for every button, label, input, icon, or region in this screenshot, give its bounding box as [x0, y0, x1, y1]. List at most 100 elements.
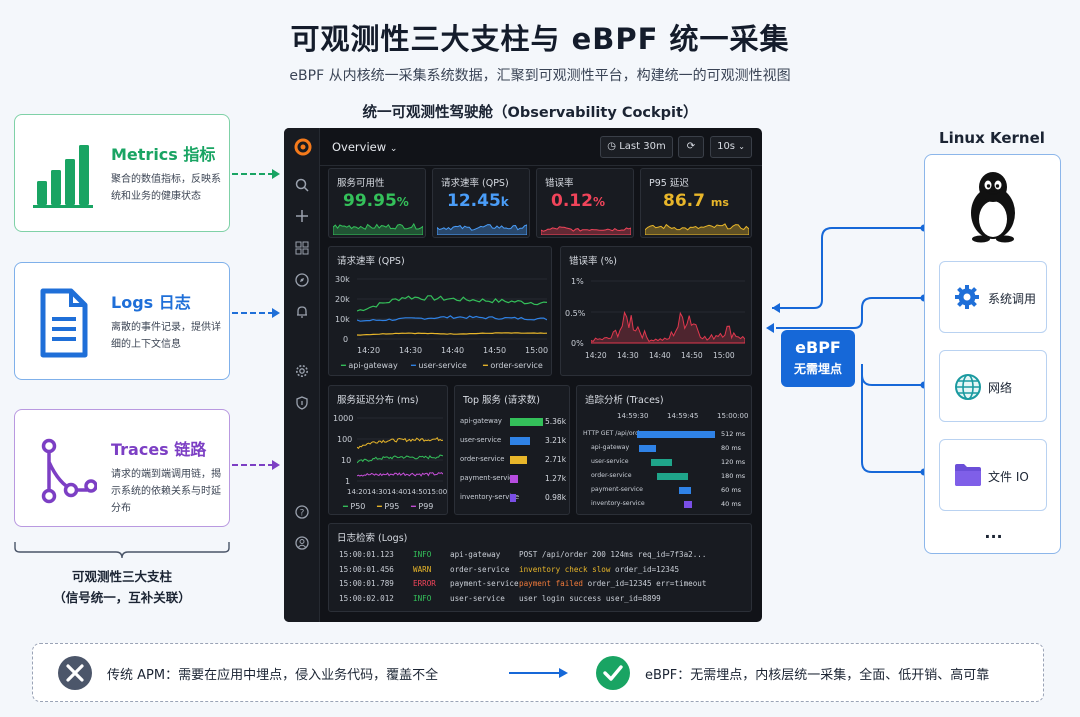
stat-unit: % [592, 195, 605, 209]
stat-value: 0.12% [551, 191, 605, 211]
stat-value: 86.7 ms [663, 191, 729, 211]
refresh-button[interactable]: ⟳ [678, 136, 704, 158]
log-message: POST /api/order 200 124ms req_id=7f3a2..… [519, 550, 707, 559]
panel-title: 日志检索 (Logs) [337, 533, 408, 544]
stat-label: 请求速率 (QPS) [441, 178, 509, 189]
dashboard-topbar: Overview ⌄ ◷ Last 30m ⟳ 10s ⌄ [320, 128, 762, 166]
y-tick: 1 [345, 477, 351, 486]
grafana-logo-icon[interactable] [294, 138, 312, 156]
legend-item[interactable]: ━ P95 [377, 502, 400, 511]
pillar-desc: 聚合的数值指标，反映系统和业务的健康状态 [111, 174, 221, 202]
time-range-picker[interactable]: ◷ Last 30m [600, 136, 673, 158]
pillar-logs: Logs 日志 离散的事件记录，提供详细的上下文信息 [14, 262, 230, 380]
service-name: order-service [460, 455, 505, 463]
plus-icon[interactable] [294, 209, 310, 225]
bar-chart-icon [29, 137, 97, 213]
pillar-metrics: Metrics 指标 聚合的数值指标，反映系统和业务的健康状态 [14, 114, 230, 232]
pillar-title: Logs 日志 [111, 293, 191, 312]
dashboard-sidebar: ? [284, 128, 320, 622]
compass-icon[interactable] [294, 273, 310, 289]
kernel-item-label: 文件 IO [988, 470, 1029, 484]
kernel-item-network: 网络 [939, 350, 1047, 422]
log-message: payment failed order_id=12345 err=timeou… [519, 579, 707, 588]
traces-panel: 追踪分析 (Traces) 14:59:30 14:59:45 15:00:00… [576, 385, 752, 515]
log-time: 15:00:01.123 [339, 550, 394, 559]
service-value: 5.36k [545, 417, 567, 426]
latency-chart [357, 417, 443, 482]
span-duration: 512 ms [721, 430, 746, 438]
stat-value: 99.95% [343, 191, 409, 211]
series-line-p95 [357, 437, 443, 450]
stat-panel-p95: P95 延迟 86.7 ms [640, 168, 752, 238]
refresh-interval-select[interactable]: 10s ⌄ [710, 136, 752, 158]
bell-icon[interactable] [294, 305, 310, 321]
dashboard-title: Overview [332, 140, 387, 154]
span-bar [638, 445, 656, 452]
y-tick: 1% [571, 277, 584, 286]
user-icon[interactable] [294, 536, 310, 552]
legend-item[interactable]: ━ user-service [411, 361, 467, 370]
dashboard-picker[interactable]: Overview ⌄ [332, 140, 397, 154]
log-service: payment-service [450, 579, 519, 588]
span-bar [683, 501, 692, 508]
x-tick: 14:30 [617, 351, 639, 360]
x-tick: 14:40 [649, 351, 671, 360]
x-tick: 15:00 [525, 346, 549, 355]
legend-item[interactable]: ━ P50 [343, 502, 366, 511]
span-bar [657, 473, 689, 480]
panel-title: 错误率 (%) [569, 256, 617, 267]
gear-icon[interactable] [294, 364, 310, 380]
y-tick: 10k [335, 315, 350, 324]
pillars-note-line2: （信号统一，互补关联） [53, 590, 191, 605]
legend-item[interactable]: ━ api-gateway [341, 361, 398, 370]
pillars-brace [14, 542, 230, 559]
trace-graph-icon [29, 432, 98, 508]
span-bar [651, 459, 673, 466]
y-tick: 0% [571, 339, 584, 348]
kernel-item-file-io: 文件 IO [939, 439, 1047, 511]
x-tick: 14:30 [367, 488, 388, 496]
pillars-note: 可观测性三大支柱 （信号统一，互补关联） [14, 566, 230, 608]
pillar-desc: 请求的端到端调用链，揭示系统的依赖关系与时延分布 [111, 469, 221, 514]
help-icon[interactable]: ? [294, 505, 310, 521]
log-message: user login success user_id=8899 [519, 593, 661, 603]
ebpf-badge-subtitle: 无需埋点 [793, 362, 842, 376]
stat-label: 错误率 [545, 178, 574, 189]
arrow-right-icon [509, 668, 568, 678]
traditional-apm-text: 传统 APM：需要在应用中埋点，侵入业务代码，覆盖不全 [107, 668, 439, 683]
span-name: payment-service [591, 486, 643, 493]
log-time: 15:00:02.012 [339, 593, 394, 603]
service-value: 1.27k [545, 474, 567, 483]
stat-number: 99.95 [343, 191, 397, 211]
search-icon[interactable] [294, 178, 310, 194]
y-tick: 30k [335, 275, 350, 284]
stat-panel-qps: 请求速率 (QPS) 12.45k [432, 168, 530, 238]
pillar-desc: 离散的事件记录，提供详细的上下文信息 [111, 322, 221, 350]
legend-label: P95 [384, 502, 400, 511]
arrowhead [272, 308, 280, 318]
legend-item[interactable]: ━ P99 [411, 502, 434, 511]
series-line-api-gateway [357, 295, 547, 312]
stat-label: P95 延迟 [649, 178, 689, 189]
series-line-p50 [357, 454, 443, 464]
dashboards-icon[interactable] [294, 241, 310, 257]
legend-item[interactable]: ━ order-service [483, 361, 543, 370]
x-tick: 14:20 [347, 488, 368, 496]
error-rate-chart [591, 280, 745, 344]
shield-icon[interactable] [294, 396, 310, 412]
